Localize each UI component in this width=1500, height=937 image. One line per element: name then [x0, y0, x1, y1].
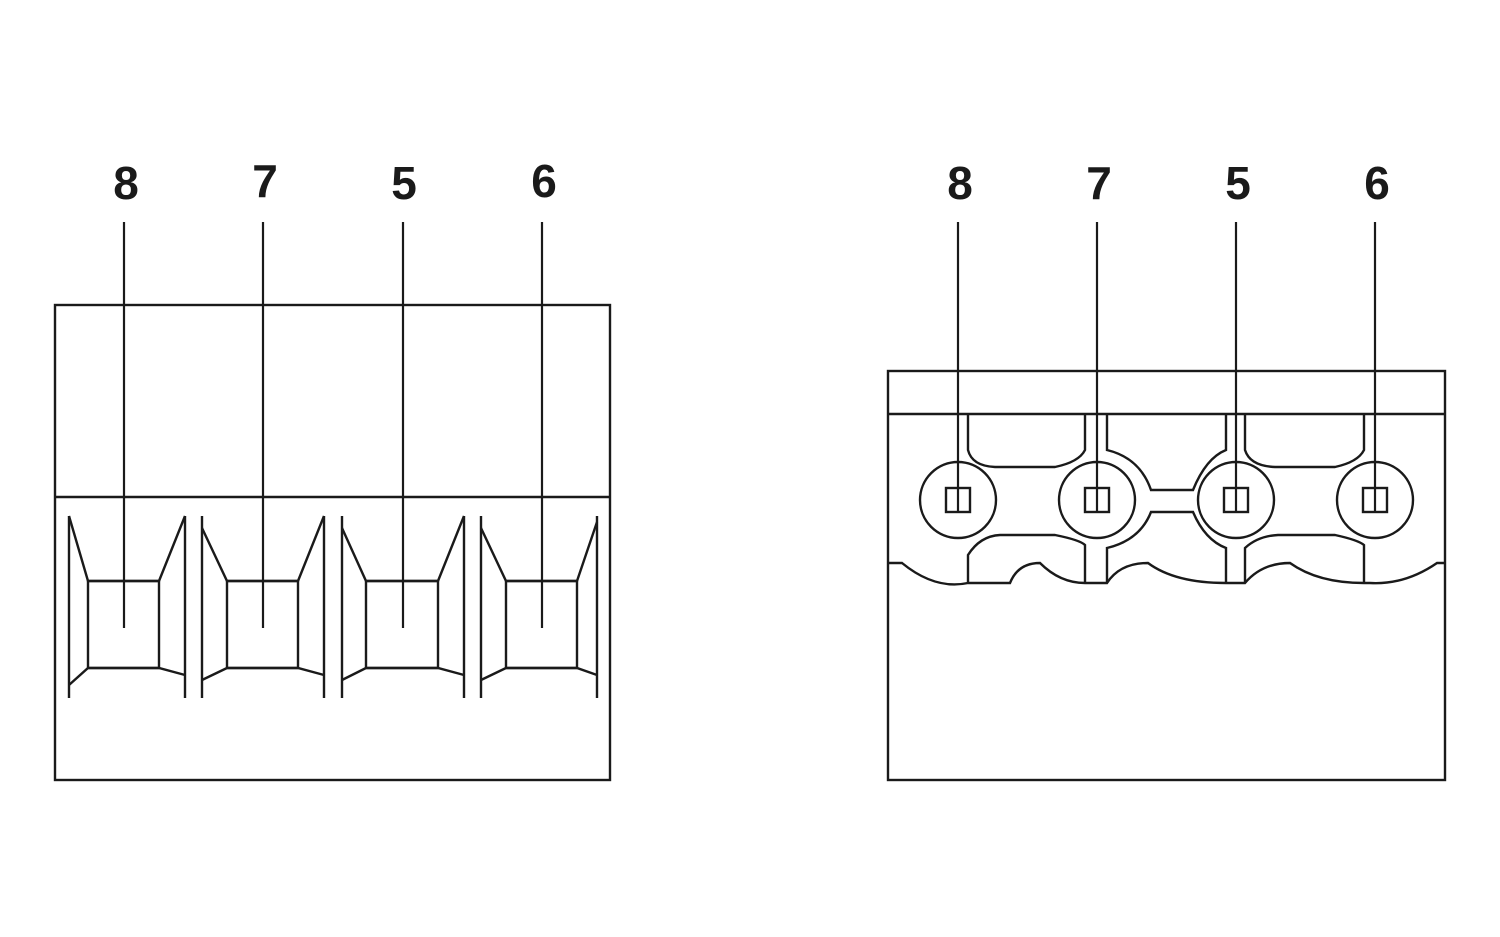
right-pin-label-4: 6 — [1364, 157, 1390, 209]
left-terminal-slot-1 — [67, 515, 187, 698]
right-pin-label-1: 8 — [947, 157, 973, 209]
left-connector-view: 8 7 5 6 — [53, 155, 612, 782]
right-lower-recess-contour — [966, 510, 1366, 583]
left-terminal-slot-3 — [340, 515, 466, 698]
right-connector-view: 8 7 5 6 — [886, 157, 1447, 782]
right-pin-label-2: 7 — [1086, 157, 1112, 209]
left-pin-label-3: 5 — [391, 157, 417, 209]
left-terminal-slot-4 — [479, 516, 599, 698]
right-housing-outline — [886, 369, 1447, 782]
right-upper-recess-contour — [966, 414, 1366, 492]
left-pin-label-2: 7 — [252, 155, 278, 207]
right-pin-label-3: 5 — [1225, 157, 1251, 209]
right-scalloped-edge — [888, 561, 1445, 586]
left-housing-outline — [53, 303, 612, 782]
left-terminal-slot-2 — [200, 515, 326, 698]
left-pin-label-1: 8 — [113, 157, 139, 209]
left-pin-label-4: 6 — [531, 155, 557, 207]
